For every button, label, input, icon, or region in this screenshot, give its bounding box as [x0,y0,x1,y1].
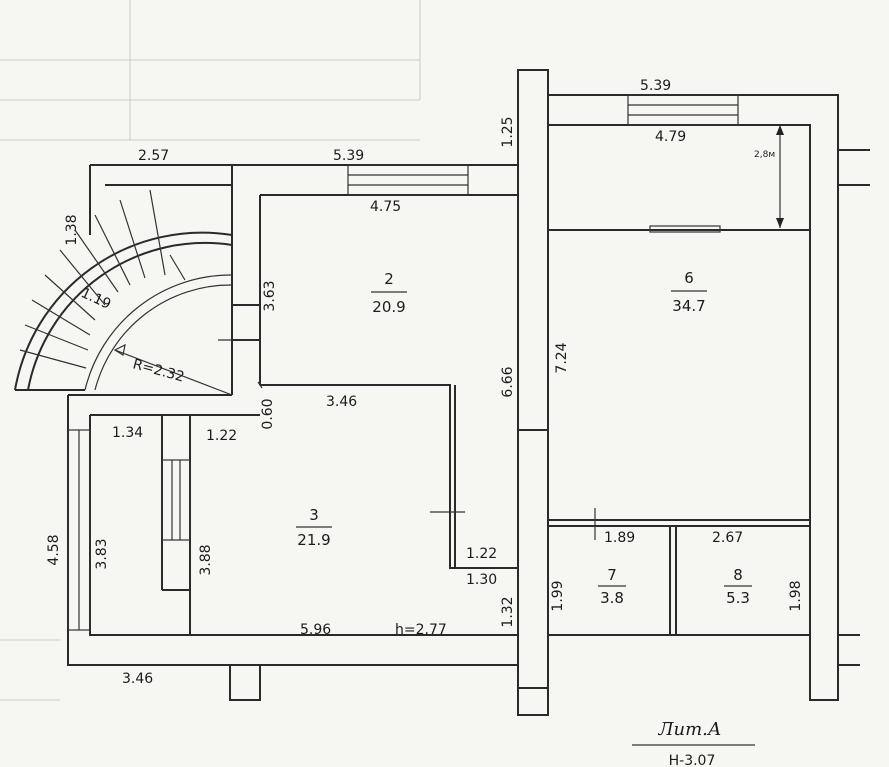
wall-room7-8 [669,526,677,635]
dim-room3-step-h: 1.32 [500,596,516,627]
stair-outer-arc [14,231,233,391]
dim-room3-step-1: 1.22 [466,546,497,562]
room-2-area: 20.9 [372,298,405,316]
dim-bottom-width: 5.96 [300,622,331,638]
dim-ceiling-height: 2,8м [754,150,775,160]
window-room6 [627,94,739,126]
dim-room3-width-top: 3.46 [326,394,357,410]
window-balcony-door [649,225,721,233]
dim-room6-height: 7.24 [554,342,570,373]
background-grid [0,0,421,701]
wall-room3 [260,384,518,569]
dim-room8-width: 2.67 [712,530,743,546]
dim-room3-right-side: 6.66 [500,366,516,397]
dim-left-inner: 3.83 [94,538,110,569]
dim-gap: 1.25 [500,116,516,147]
dimension-lines [218,125,784,540]
dim-top-right: 5.39 [640,78,671,94]
dim-room7-height: 1.99 [550,580,566,611]
wall-lobby-partition [161,415,191,635]
dim-room8-height: 1.98 [788,580,804,611]
room-8-number: 8 [733,566,743,584]
room-labels: 2 20.9 3 21.9 6 34.7 7 3.8 8 5.3 [296,269,752,607]
dim-room3-step-2: 1.30 [466,572,497,588]
wall-stub-right-top [838,149,870,186]
room-7-number: 7 [607,566,617,584]
wall-stub-right-bottom [838,634,860,666]
dim-room2-height: 3.63 [262,280,278,311]
wall-lobby-top [68,394,260,416]
windows [67,94,739,631]
dim-bottom-left: 3.46 [122,671,153,687]
dim-stair-left: 1.38 [64,214,80,245]
staircase [14,189,233,396]
dim-top-main-mid: 5.39 [333,148,364,164]
dim-top-main-left: 2.57 [138,148,169,164]
room-3-area: 21.9 [297,531,330,549]
dim-left-outer: 4.58 [46,534,62,565]
title-stamp: Лит.А Н-3.07 [632,719,755,767]
room-8-area: 5.3 [726,589,750,607]
wall-right-block-outer [548,94,839,701]
wall-room2-door [232,304,260,341]
room-6-area: 34.7 [672,297,705,315]
wall-central-column [517,69,549,689]
walls [67,69,870,716]
dim-lobby-right: 1.22 [206,428,237,444]
room-3-number: 3 [309,506,319,524]
dim-room7-width: 1.89 [604,530,635,546]
wall-top-main [90,164,519,196]
dim-main-window-inner: 4.75 [370,199,401,215]
room-2-number: 2 [384,270,394,288]
dim-lobby-width: 1.34 [112,425,143,441]
wall-stub-bottom-mid [517,665,549,716]
dim-stair-step: 1.19 [78,285,113,313]
stamp-subtitle: Н-3.07 [669,753,716,767]
wall-lobby-inner [89,415,190,636]
wall-room2-left [231,165,261,395]
dim-right-window-inner: 4.79 [655,129,686,145]
room-6-number: 6 [684,269,694,287]
dim-stair-radius: R=2.32 [131,356,186,385]
dim-lobby-height: 3.88 [198,544,214,575]
stamp-title: Лит.А [657,719,721,740]
wall-stub-bottom-left [229,665,261,701]
room-7-area: 3.8 [600,589,624,607]
wall-room6-bottom [548,519,810,527]
dim-room-height: h=2.77 [395,622,447,638]
dim-room2-partition: 0.60 [260,398,276,429]
wall-room6-left [547,125,810,636]
window-lobby-partition [161,459,191,541]
window-room2 [347,164,469,196]
dimension-labels: 2.57 5.39 5.39 4.79 4.75 1.38 1.19 R=2.3… [46,78,804,687]
stair-inner-arc [84,274,233,391]
stair-radius-line [114,349,233,396]
